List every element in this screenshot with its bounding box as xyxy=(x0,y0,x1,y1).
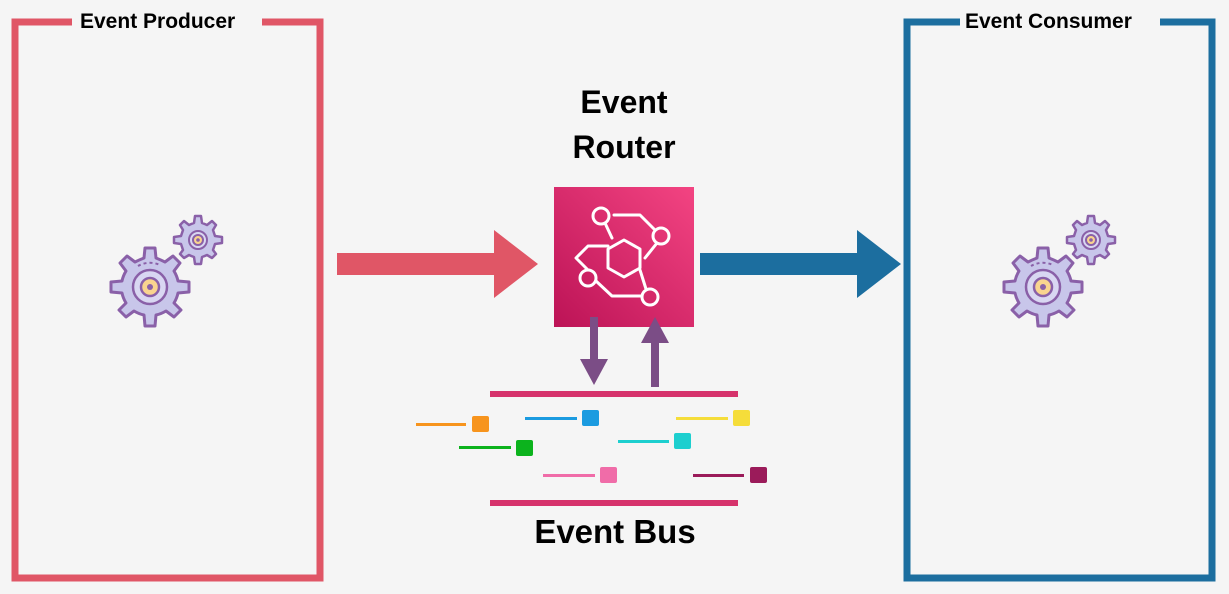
event-router-title-line1: Event xyxy=(580,84,668,120)
event-consumer-box xyxy=(903,18,1216,582)
event-item xyxy=(543,467,617,483)
event-consumer-label: Event Consumer xyxy=(961,8,1136,36)
router-to-bus-arrow xyxy=(580,317,608,385)
event-bus-title: Event Bus xyxy=(534,513,696,550)
eventbridge-icon xyxy=(554,187,694,327)
bus-top-rail xyxy=(490,391,738,397)
producer-to-router-arrow xyxy=(337,230,538,298)
event-router-title: Event Router xyxy=(554,80,694,170)
event-producer-box xyxy=(11,18,324,582)
event-router-title-line2: Router xyxy=(572,129,676,165)
event-item xyxy=(676,410,750,426)
bus-bottom-rail xyxy=(490,500,738,506)
event-item xyxy=(693,467,767,483)
event-item xyxy=(416,416,489,432)
event-producer-label: Event Producer xyxy=(76,8,240,36)
bus-to-router-arrow xyxy=(641,317,669,387)
router-to-consumer-arrow xyxy=(700,230,901,298)
event-item xyxy=(618,433,691,449)
consumer-gears-icon xyxy=(1002,214,1117,328)
event-item xyxy=(525,410,599,426)
producer-gears-icon xyxy=(109,214,224,328)
event-item xyxy=(459,440,533,456)
